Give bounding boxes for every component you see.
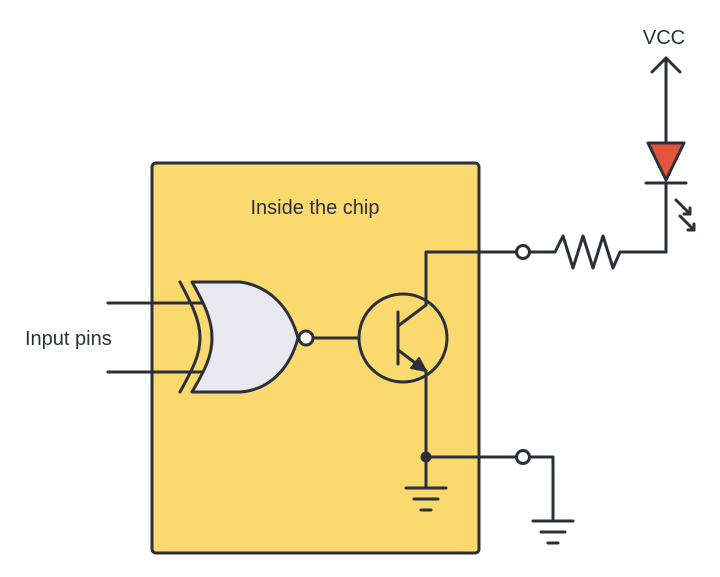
ground-pin: [515, 449, 531, 465]
vcc-label: VCC: [643, 27, 685, 49]
npn-transistor-icon: [357, 292, 449, 384]
external-ground-wire: [528, 455, 555, 523]
chip-box: [150, 161, 481, 555]
collector-wire: [424, 250, 518, 307]
input-pins-label: Input pins: [25, 328, 112, 350]
led-icon: [644, 141, 696, 232]
resistor-icon: [528, 234, 668, 270]
external-ground-icon: [531, 519, 575, 545]
output-pin: [515, 244, 531, 260]
vcc-arrow-icon: [650, 56, 682, 74]
chip-label: Inside the chip: [251, 197, 380, 219]
ground-icon: [404, 486, 448, 512]
inverter-bubble: [297, 329, 315, 347]
xnor-gate-icon: [178, 280, 300, 394]
